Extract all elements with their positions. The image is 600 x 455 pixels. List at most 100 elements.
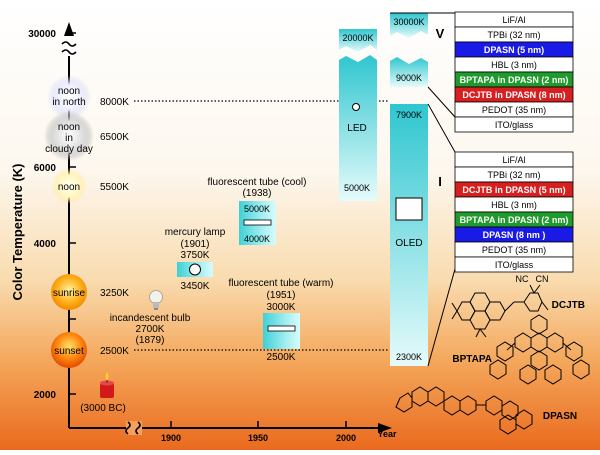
- x-tick-1950: 1950: [248, 433, 268, 443]
- device-v-layer-label-5: DCJTB in DPASN (8 nm): [462, 90, 565, 100]
- mercury-low-label: 3450K: [181, 281, 210, 292]
- device-v-layer-label-1: TPBi (32 nm): [487, 30, 540, 40]
- fl-warm-low: 2500K: [267, 352, 296, 363]
- temp-2500k: 2500K: [100, 346, 129, 357]
- device-i-layer-label-2: DCJTB in DPASN (5 nm): [462, 185, 565, 195]
- device-i-layer-label-3: HBL (3 nm): [491, 200, 537, 210]
- x-axis-arrow: [378, 423, 392, 433]
- connector-i-top: [427, 103, 456, 153]
- fl-warm-label-1: fluorescent tube (warm): [228, 278, 333, 289]
- x-axis-break-icon: [125, 421, 141, 435]
- led-label: LED: [347, 123, 366, 134]
- x-tick-2000: 2000: [336, 433, 356, 443]
- y-tick-2000: 2000: [34, 390, 57, 401]
- fl-warm-tube-icon: [267, 325, 296, 332]
- mercury-label-1: mercury lamp: [165, 227, 226, 238]
- noon-label: noon: [58, 182, 80, 193]
- noon-north-label-2: in north: [52, 97, 85, 108]
- natural-light: noon in north noon in cloudy day noon su…: [44, 75, 129, 368]
- y-axis-break-icon: [61, 41, 77, 55]
- oled-top-high: 30000K: [393, 17, 424, 27]
- mercury-label-3: 3750K: [181, 250, 210, 261]
- dcjtb-structure: [451, 284, 549, 338]
- y-tick-4000: 4000: [34, 239, 57, 250]
- dcjtb-label: DCJTB: [552, 300, 585, 311]
- sunset-label: sunset: [54, 346, 84, 357]
- device-v-layer-label-7: ITO/glass: [495, 120, 534, 130]
- sunrise-sun: [51, 274, 87, 310]
- bptapa-structure: [489, 314, 590, 385]
- mercury-lamp-icon: [189, 263, 201, 276]
- device-v-layer-label-2: DPASN (5 nm): [484, 45, 544, 55]
- noon-north-label-1: noon: [58, 86, 80, 97]
- x-tick-1900: 1900: [161, 433, 181, 443]
- oled-top-low: 9000K: [396, 73, 422, 83]
- device-i-layer-label-0: LiF/Al: [502, 155, 525, 165]
- dcjtb-cn-label: CN: [536, 274, 549, 284]
- x-axis-label: Year: [377, 429, 397, 439]
- device-v-layer-label-0: LiF/Al: [502, 15, 525, 25]
- device-i-layer-label-1: TPBi (32 nm): [487, 170, 540, 180]
- x-tick-labels: 1900 1950 2000 Year: [161, 429, 397, 443]
- device-v-layer-label-6: PEDOT (35 nm): [482, 105, 546, 115]
- bptapa-label: BPTAPA: [452, 354, 492, 365]
- noon-sun: [51, 168, 87, 204]
- connector-i-bottom: [427, 268, 456, 367]
- fl-cool-tube-icon: [243, 219, 272, 226]
- temp-8000k: 8000K: [100, 97, 129, 108]
- connector-v-bottom: [427, 86, 456, 118]
- mercury-label-2: (1901): [181, 239, 210, 250]
- y-tick-30000: 30000: [28, 29, 56, 40]
- sunrise-label: sunrise: [53, 288, 86, 299]
- dcjtb-nc-label: NC: [516, 274, 529, 284]
- sunset-sun: [51, 332, 87, 368]
- device-i-layer-label-4: BPTAPA in DPASN (2 nm): [460, 215, 569, 225]
- candle-label: (3000 BC): [80, 403, 126, 414]
- y-axis-break-gap: [62, 40, 76, 56]
- cloudy-label-1: noon: [58, 122, 80, 133]
- incandescent-label-3: (1879): [136, 335, 165, 346]
- y-tick-labels: 30000 6000 4000 2000: [28, 29, 56, 401]
- device-v-layer-label-3: HBL (3 nm): [491, 60, 537, 70]
- device-v-layer-label-4: BPTAPA in DPASN (2 nm): [460, 75, 569, 85]
- oled-label: OLED: [395, 238, 422, 249]
- led-bar: [339, 29, 377, 201]
- dpasn-label: DPASN: [543, 411, 577, 422]
- led-high-label: 20000K: [342, 33, 373, 43]
- temp-6500k: 6500K: [100, 132, 129, 143]
- led-icon: [352, 103, 360, 111]
- cloudy-day-sun: [44, 111, 94, 161]
- device-i-layer-label-6: PEDOT (35 nm): [482, 245, 546, 255]
- temp-5500k: 5500K: [100, 182, 129, 193]
- candle-icon: [100, 372, 114, 398]
- oled-main-high: 7900K: [396, 110, 422, 120]
- fl-warm-label-3: 3000K: [267, 302, 296, 313]
- fl-cool-label-1: fluorescent tube (cool): [208, 177, 307, 188]
- temp-3250k: 3250K: [100, 288, 129, 299]
- cloudy-label-2: in: [65, 133, 73, 144]
- oled-bar: [390, 13, 428, 366]
- dpasn-structure: [395, 386, 533, 435]
- y-tick-6000: 6000: [34, 163, 57, 174]
- oled-panel-icon: [395, 197, 423, 221]
- fl-cool-low: 4000K: [244, 234, 270, 244]
- device-v-layer-7: [454, 116, 574, 133]
- device-i-label: I: [438, 174, 442, 189]
- fl-warm-label-2: (1951): [267, 290, 296, 301]
- incandescent-label-2: 2700K: [136, 324, 165, 335]
- lightbulb-icon: [149, 290, 163, 310]
- led-low-label: 5000K: [344, 183, 370, 193]
- noon-north-sun: [47, 75, 91, 119]
- device-v-label: V: [436, 26, 445, 41]
- y-axis-label: Color Temperature (K): [10, 164, 25, 301]
- device-i-layer-label-5: DPASN (8 nm ): [483, 230, 546, 240]
- oled-main-low: 2300K: [396, 352, 422, 362]
- device-i-layer-7: [454, 256, 574, 273]
- cloudy-label-3: cloudy day: [45, 144, 93, 155]
- device-i-layer-label-7: ITO/glass: [495, 260, 534, 270]
- fl-cool-label-2: (1938): [243, 188, 272, 199]
